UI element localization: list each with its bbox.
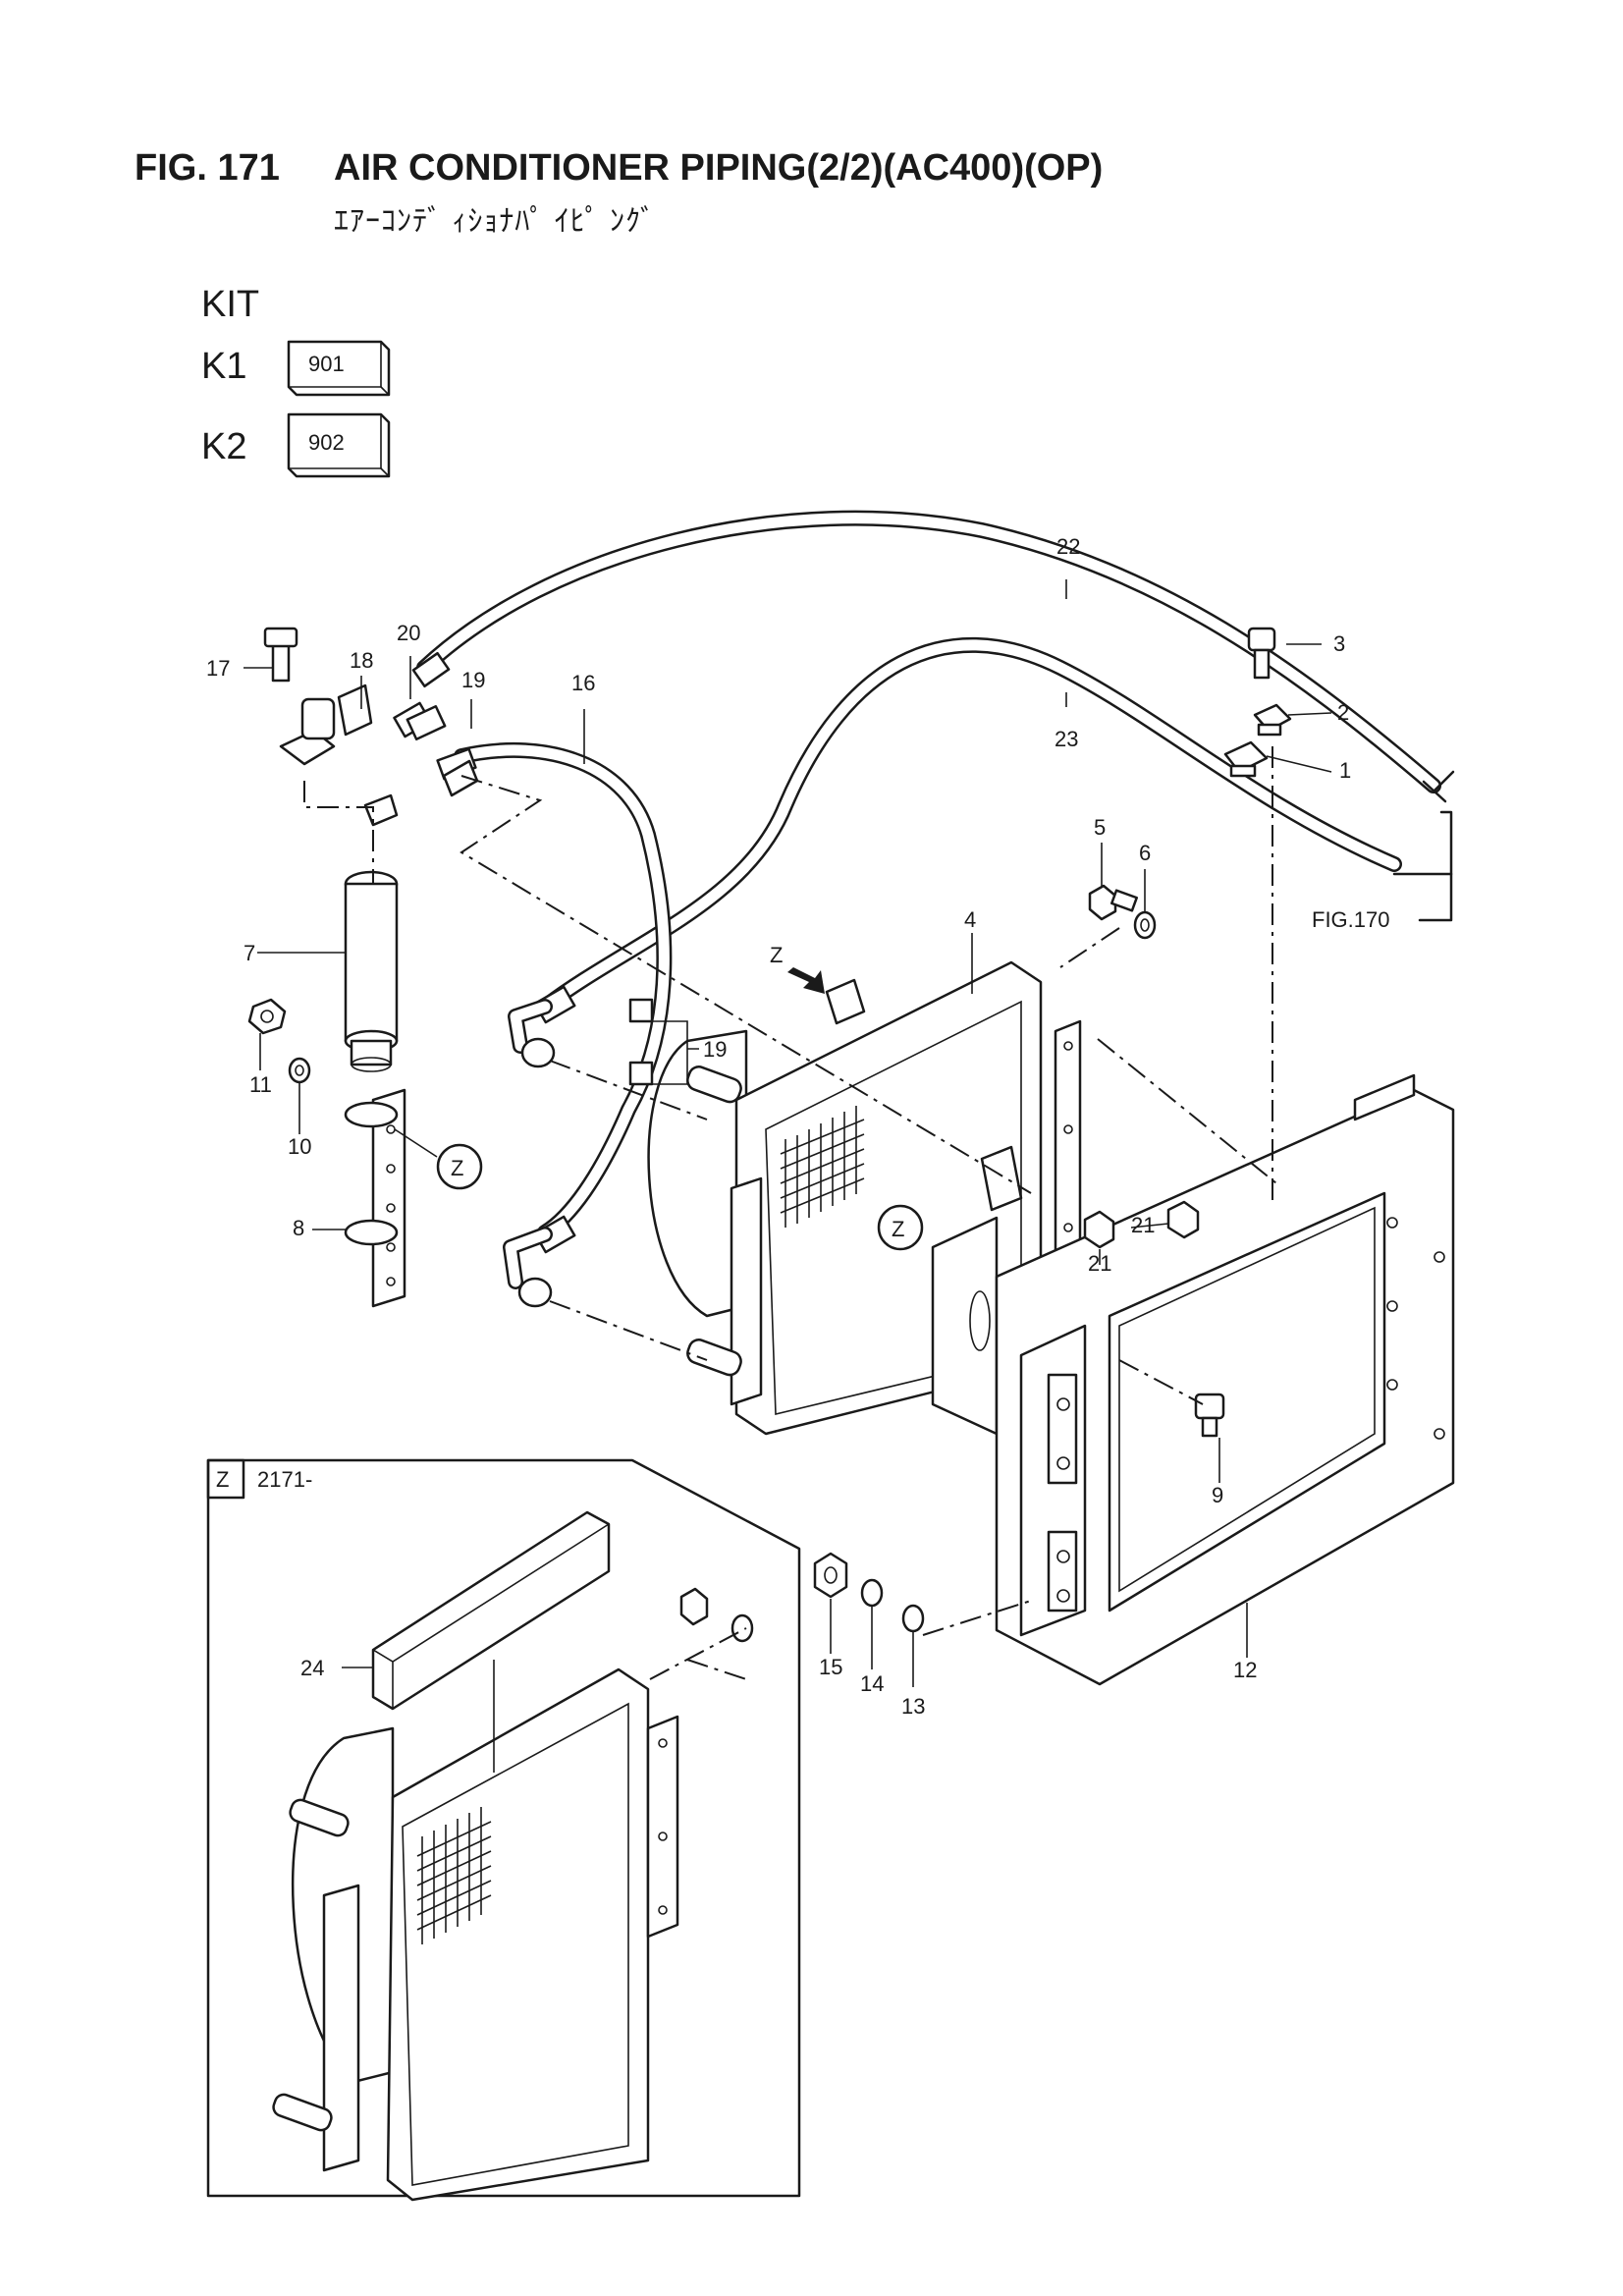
view-z-marker: Z <box>770 943 783 967</box>
clamp-bracket-8 <box>344 1088 406 1308</box>
view-circle-2-label: Z <box>892 1217 904 1241</box>
callout-19-top: 19 <box>461 668 485 692</box>
figure-subtitle: ｴｱｰｺﾝﾃﾞ ｨｼｮﾅﾊﾟ ｲﾋﾟ ﾝｸﾞ <box>334 205 657 238</box>
callout-23: 23 <box>1055 727 1078 751</box>
callout-13: 13 <box>901 1694 925 1719</box>
kit-heading: KIT <box>201 284 259 325</box>
callout-6: 6 <box>1139 841 1151 865</box>
washer-6 <box>1133 910 1157 940</box>
kit-k2-label: K2 <box>201 426 246 467</box>
callout-12: 12 <box>1233 1658 1257 1682</box>
kit-k2-code: 902 <box>308 430 345 455</box>
callout-19-clips: 19 <box>703 1037 727 1062</box>
kit-k1-label: K1 <box>201 346 246 387</box>
kit-legend: KIT K1 901 K2 902 <box>201 284 391 478</box>
detail-view-serial: 2171- <box>257 1467 312 1492</box>
callout-2: 2 <box>1337 700 1349 725</box>
bolt-3 <box>1247 627 1276 680</box>
fig-170-bracket <box>1418 810 1453 922</box>
view-circle-1: Z <box>436 1143 483 1190</box>
hose-23 <box>537 637 1402 1014</box>
nut-15 <box>813 1552 848 1599</box>
condenser-fins <box>780 1106 865 1228</box>
kit-k2-box: 902 <box>287 412 391 478</box>
hose-22 <box>416 510 1455 803</box>
callout-24: 24 <box>300 1656 324 1680</box>
view-circle-2: Z <box>877 1204 924 1251</box>
callout-10: 10 <box>288 1134 311 1159</box>
callout-15: 15 <box>819 1655 842 1679</box>
detail-condenser-fins <box>416 1807 492 1944</box>
view-z-arrow <box>787 967 825 994</box>
callout-16: 16 <box>571 671 595 695</box>
clips-19 <box>628 998 654 1086</box>
callout-20: 20 <box>397 621 420 645</box>
callout-21-a: 21 <box>1088 1251 1111 1276</box>
callout-1: 1 <box>1339 758 1351 783</box>
callout-11: 11 <box>249 1072 272 1097</box>
detail-view-z <box>206 1458 801 2202</box>
callout-14: 14 <box>860 1671 884 1696</box>
bolt-9 <box>1194 1393 1225 1438</box>
washer-10 <box>288 1057 311 1084</box>
view-circle-1-label: Z <box>451 1156 463 1180</box>
washer-14 <box>860 1578 884 1608</box>
figure-title: AIR CONDITIONER PIPING(2/2)(AC400)(OP) <box>334 147 1104 189</box>
callout-17: 17 <box>206 656 230 681</box>
bolt-5 <box>1088 884 1138 921</box>
kit-k1-box: 901 <box>287 340 391 397</box>
detail-view-z-marker: Z <box>216 1467 229 1492</box>
nut-21-a <box>1083 1210 1115 1249</box>
callout-4: 4 <box>964 907 976 932</box>
mount-frame-12 <box>931 1073 1455 1686</box>
figure-number: FIG. 171 <box>135 147 280 189</box>
callout-9: 9 <box>1212 1483 1223 1507</box>
leader-lines <box>243 579 1332 1687</box>
nut-21-b <box>1166 1200 1200 1239</box>
callout-5: 5 <box>1094 815 1106 840</box>
clamp-1 <box>1223 740 1269 778</box>
washer-13 <box>901 1604 925 1633</box>
callout-3: 3 <box>1333 631 1345 656</box>
hose-16 <box>454 741 673 1240</box>
callout-18: 18 <box>350 648 373 673</box>
clamp-2 <box>1253 703 1292 737</box>
callout-21-b: 21 <box>1131 1213 1155 1237</box>
callout-22: 22 <box>1056 534 1080 559</box>
phantom-lines <box>303 746 1277 1680</box>
callout-8: 8 <box>293 1216 304 1240</box>
fig-170-reference: FIG.170 <box>1312 907 1389 932</box>
receiver-drier-7 <box>344 870 399 1072</box>
callouts: 1 2 3 4 5 6 7 8 9 10 11 12 13 14 15 16 1… <box>206 534 1389 1719</box>
callout-7: 7 <box>243 941 255 965</box>
kit-k1-code: 901 <box>308 352 345 376</box>
nut-11 <box>247 998 287 1035</box>
